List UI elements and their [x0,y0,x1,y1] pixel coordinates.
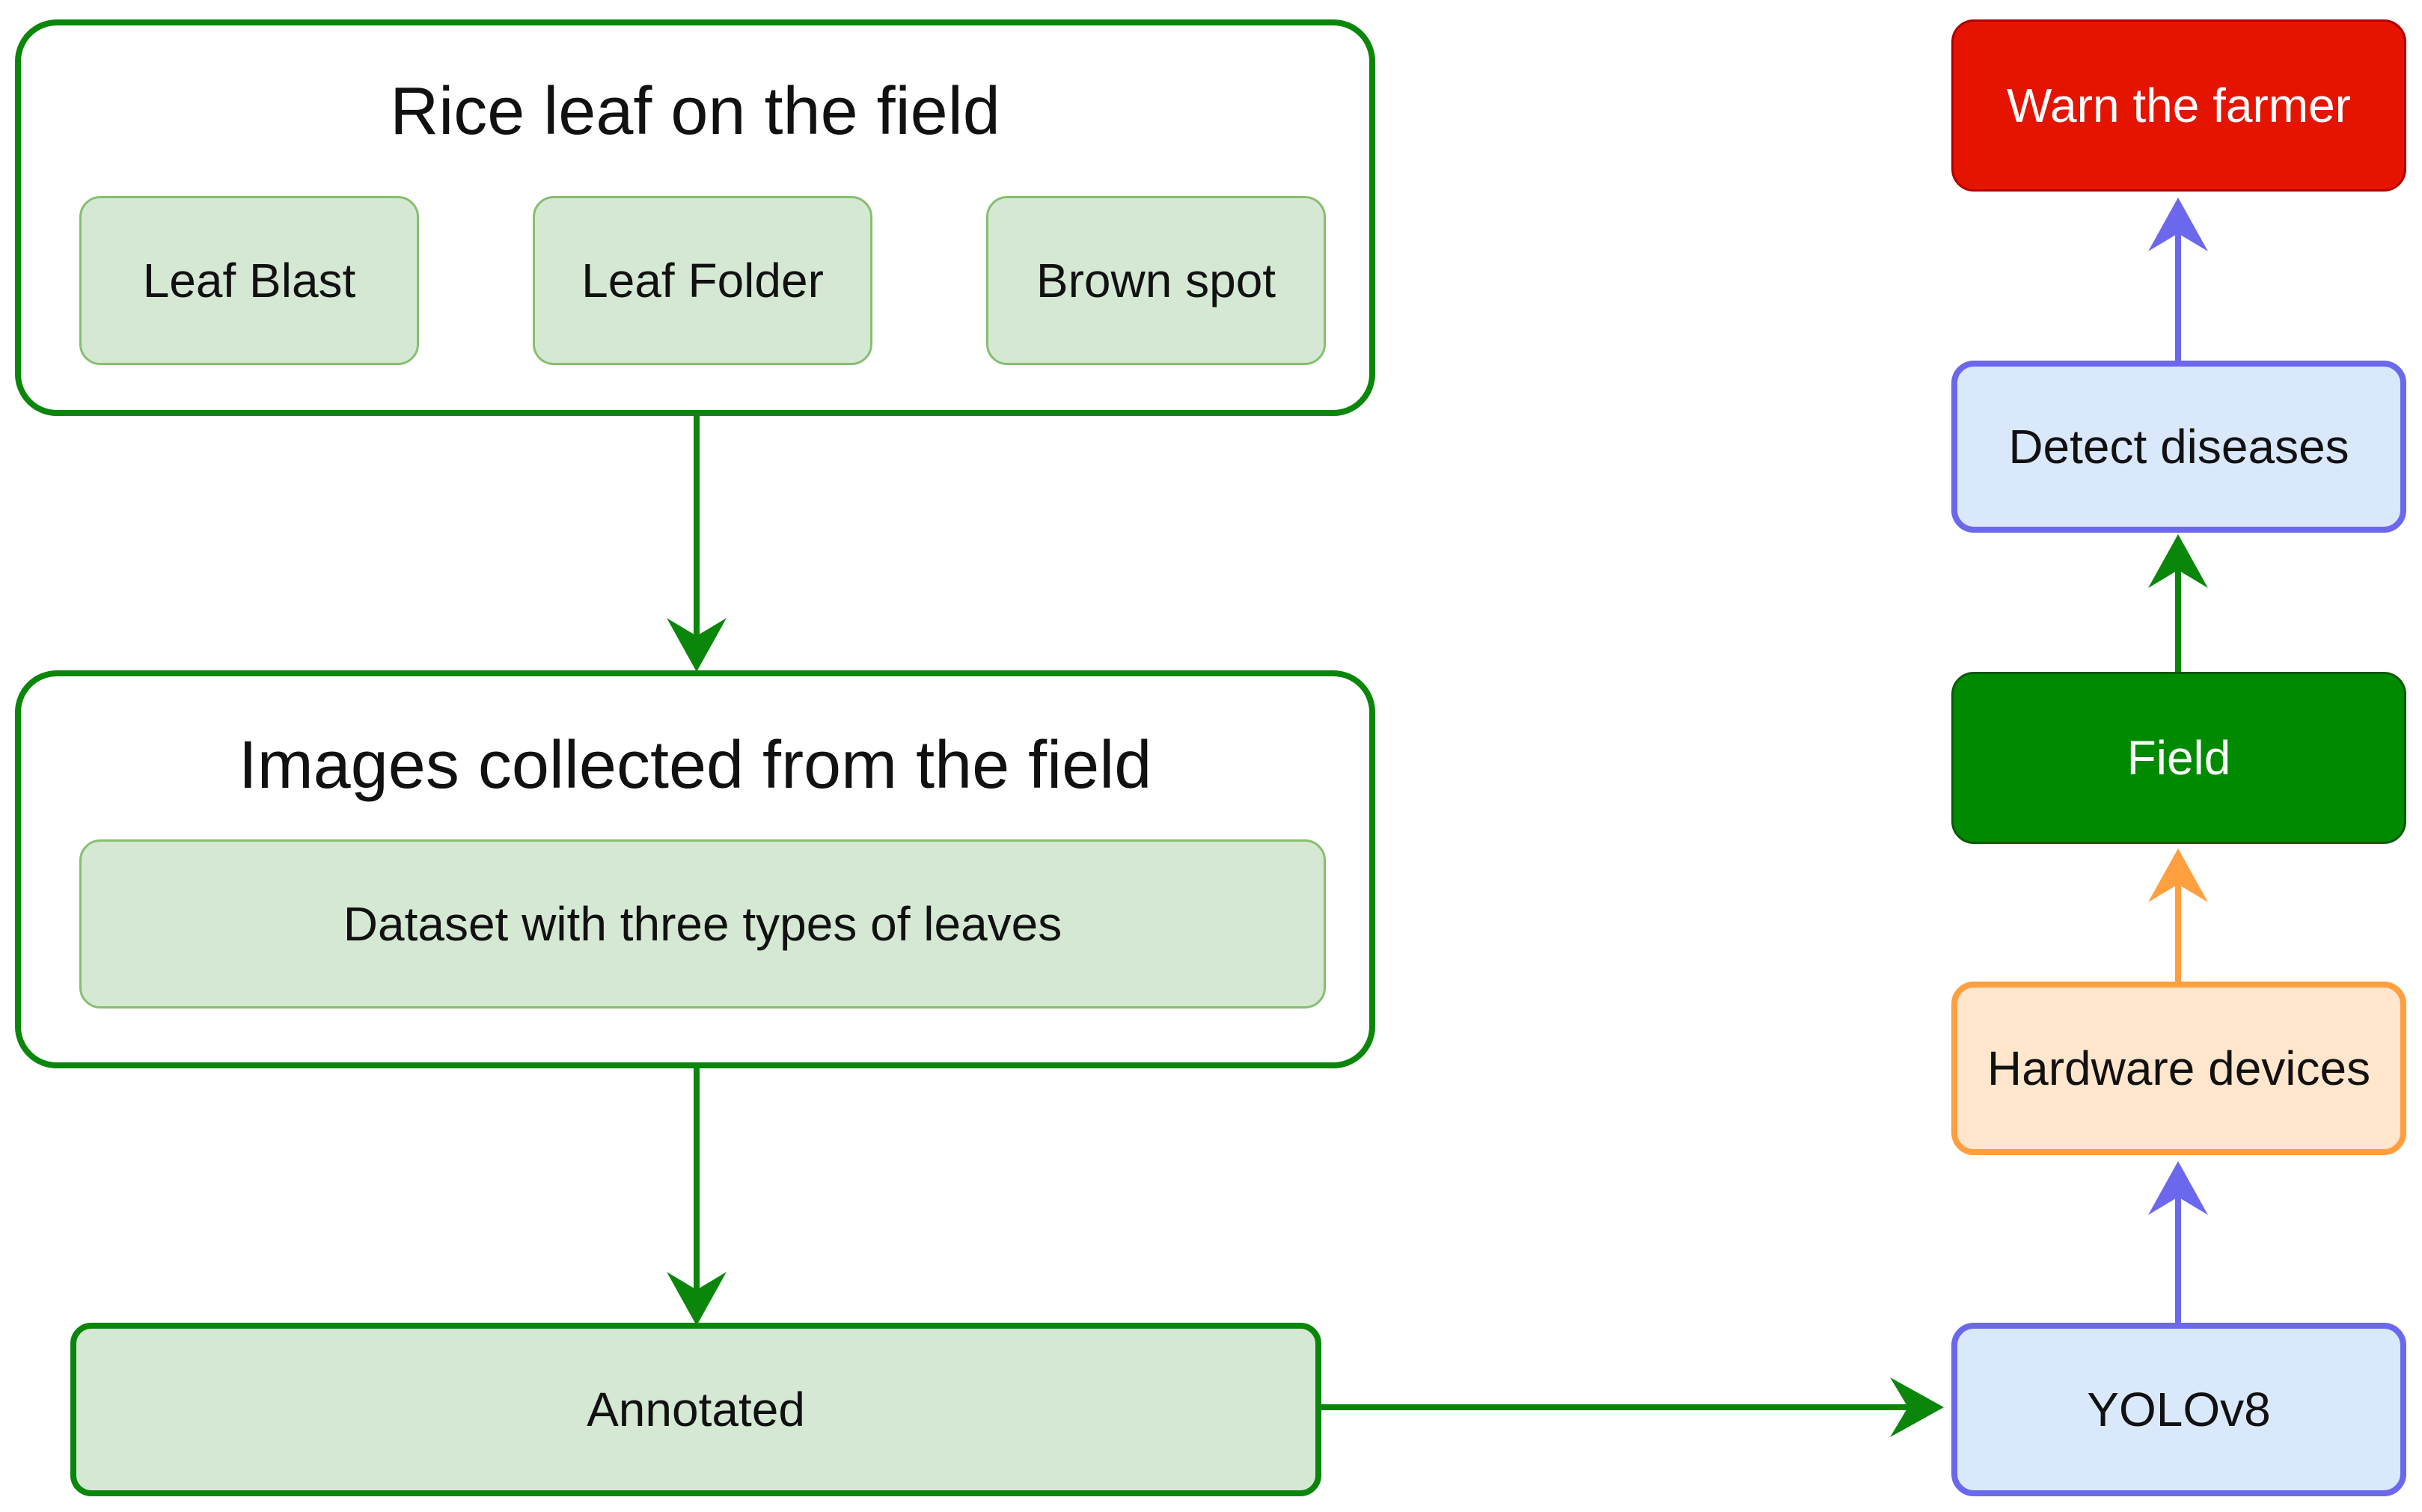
rice-leaf-group: Rice leaf on the field Leaf Blast Leaf F… [15,19,1375,416]
yolov8-box: YOLOv8 [1951,1323,2406,1496]
images-collected-group-title: Images collected from the field [238,728,1152,803]
rice-leaf-group-title: Rice leaf on the field [390,74,1000,149]
images-collected-group: Images collected from the field Dataset … [15,670,1375,1068]
field-box: Field [1951,672,2406,844]
leaf-blast-box: Leaf Blast [79,196,419,365]
annotated-box: Annotated [70,1323,1321,1496]
brown-spot-box: Brown spot [986,196,1326,365]
warn-farmer-box: Warn the farmer [1951,19,2406,192]
hardware-devices-box: Hardware devices [1951,982,2406,1155]
dataset-box: Dataset with three types of leaves [79,839,1326,1008]
detect-diseases-box: Detect diseases [1951,361,2406,533]
leaf-folder-box: Leaf Folder [533,196,872,365]
